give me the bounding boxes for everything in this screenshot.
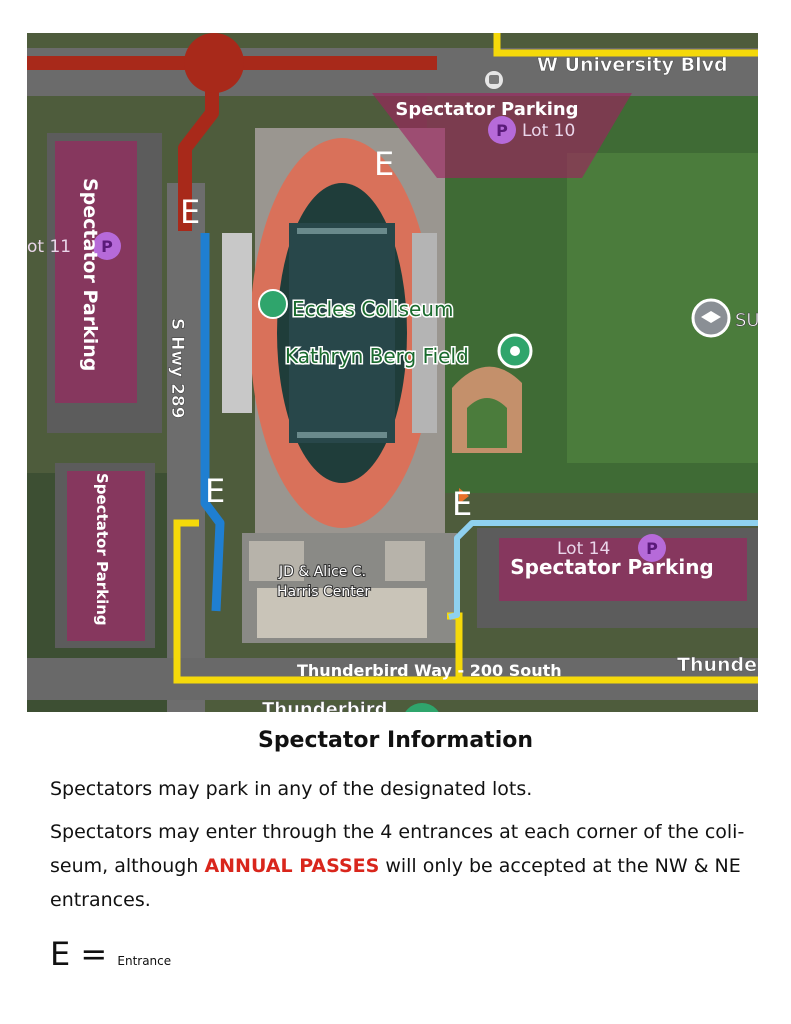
parking-icon-lot-14 <box>638 534 666 562</box>
legend-label: Entrance <box>117 954 172 968</box>
entrance-marker-se: E <box>452 485 472 523</box>
street-label-thunderbird: Thunderbird Way - 200 South <box>297 661 562 680</box>
entrance-marker-ne: E <box>374 145 394 183</box>
info-text: Spectators may enter through the 4 entra… <box>50 821 745 877</box>
parking-overlay-west-south <box>67 471 145 641</box>
info-paragraph-entrances: Spectators may enter through the 4 entra… <box>50 815 750 917</box>
route-blue <box>200 233 225 612</box>
campus-map: P P P Lot 10 ot 11 Lot 14 W University B… <box>27 33 758 712</box>
annual-passes-highlight: ANNUAL PASSES <box>204 855 380 877</box>
info-title: Spectator Information <box>257 728 534 753</box>
route-lightblue <box>448 520 758 620</box>
parking-label-lot-10: Spectator Parking <box>395 99 578 120</box>
street-label-thunderbird-right: Thunde <box>677 654 757 676</box>
street-label-university: W University Blvd <box>537 54 728 76</box>
lot-11-number: ot 11 <box>27 237 71 257</box>
coliseum-pin-icon <box>258 289 288 319</box>
entrance-marker-nw: E <box>180 193 200 231</box>
svg-text:P: P <box>496 121 508 140</box>
parking-label-lot-11: Spectator Parking <box>79 178 101 371</box>
route-yellow-south <box>173 519 758 684</box>
parking-icon-lot-10 <box>488 116 516 144</box>
route-yellow-north <box>493 33 758 57</box>
info-paragraph-parking: Spectators may park in any of the design… <box>50 778 533 800</box>
svg-text:P: P <box>101 237 113 256</box>
parking-icon-lot-11 <box>93 232 121 260</box>
field-label: Kathryn Berg Field <box>285 344 469 368</box>
legend-symbol: E <box>50 935 71 973</box>
entrance-legend: E = Entrance <box>50 934 171 981</box>
parking-label-west-south: Spectator Parking <box>93 473 111 626</box>
school-label: SU <box>735 310 758 331</box>
svg-text:P: P <box>646 539 658 558</box>
roundabout <box>184 33 244 93</box>
parking-overlay-lot-14 <box>499 538 747 601</box>
legend-equals: = <box>70 935 118 973</box>
lot-10-number: Lot 10 <box>522 121 575 141</box>
harris-center-label-1: JD & Alice C. <box>278 564 366 580</box>
street-label-hwy-289: S Hwy 289 <box>167 318 187 419</box>
entrance-marker-sw: E <box>205 472 225 510</box>
bottom-pin-icon <box>405 703 439 712</box>
harris-center-label-2: Harris Center <box>277 584 370 600</box>
lot-14-number: Lot 14 <box>557 539 610 559</box>
road-hwy-289 <box>167 183 205 712</box>
parking-label-lot-14: Spectator Parking <box>510 555 714 579</box>
info-text: will only be accepted at the NW & NE ent… <box>50 855 741 911</box>
coliseum-label: Eccles Coliseum <box>292 297 453 321</box>
parking-overlay-lot-11 <box>55 141 137 403</box>
street-label-bottom: Thunderbird <box>262 699 388 712</box>
